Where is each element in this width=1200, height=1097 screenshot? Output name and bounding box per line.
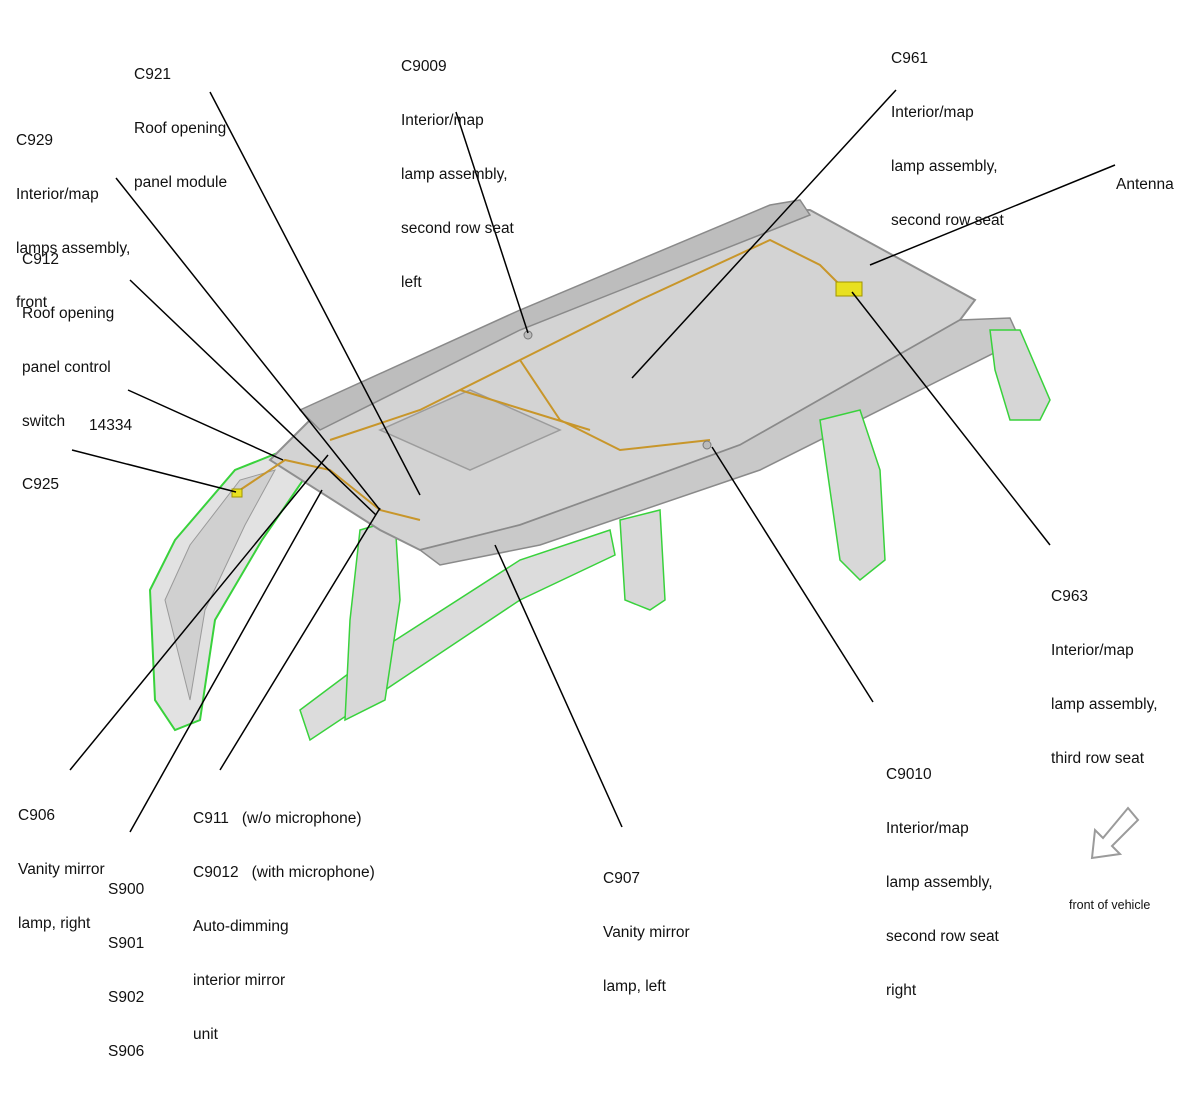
label-14334: 14334 xyxy=(89,417,133,434)
label-c906: C906 Vanity mirror lamp, right xyxy=(18,807,105,932)
label-antenna: Antenna xyxy=(1116,176,1174,193)
c925-connector xyxy=(231,488,243,498)
label-c907: C907 Vanity mirror lamp, left xyxy=(603,870,690,995)
label-c921: C921 Roof opening panel module xyxy=(134,66,228,191)
label-c9009: C9009 Interior/map lamp assembly, second… xyxy=(401,58,514,291)
b-pillar-right xyxy=(619,509,666,611)
label-c925: C925 xyxy=(22,476,60,493)
c-pillar xyxy=(819,409,886,582)
leader-antenna xyxy=(869,164,1116,266)
b-pillar-left xyxy=(344,519,401,722)
label-c929: C929 Interior/map lamps assembly, front xyxy=(16,132,131,311)
a-pillar-inner xyxy=(164,469,277,701)
leader-14334 xyxy=(127,389,284,461)
leader-c921 xyxy=(209,91,421,496)
leader-c929 xyxy=(115,177,381,511)
wiring-harness xyxy=(239,238,841,521)
front-arrow-icon xyxy=(1090,806,1140,860)
leader-c912 xyxy=(129,279,377,516)
leader-c907 xyxy=(494,544,623,828)
roof-wiring-diagram: C921 Roof opening panel module C9009 Int… xyxy=(16,50,1174,1060)
roof-rail-left xyxy=(298,199,812,431)
roof-rail-right xyxy=(418,317,1021,566)
c9010-connector xyxy=(702,440,712,450)
leader-c961 xyxy=(631,89,897,379)
roof-illustration xyxy=(69,89,1140,860)
label-front-of-vehicle: front of vehicle xyxy=(1069,898,1151,912)
label-c911-c9012: C911 (w/o microphone) C9012 (with microp… xyxy=(193,810,375,1043)
leader-c963 xyxy=(851,291,1051,546)
label-c9010: C9010 Interior/map lamp assembly, second… xyxy=(886,766,999,999)
leader-c925 xyxy=(71,449,237,493)
antenna-connector xyxy=(835,281,863,297)
rear-pillar xyxy=(989,329,1051,421)
leader-lines xyxy=(69,89,1116,833)
label-c963: C963 Interior/map lamp assembly, third r… xyxy=(1051,588,1158,767)
label-c961: C961 Interior/map lamp assembly, second … xyxy=(891,50,1004,229)
label-s900-group: S900 S901 S902 S906 xyxy=(108,881,145,1060)
leader-c906 xyxy=(69,454,329,771)
sunroof-opening xyxy=(378,389,562,471)
leader-c911 xyxy=(219,507,381,771)
leader-s900 xyxy=(129,489,323,833)
leader-c9010 xyxy=(711,446,874,703)
label-c912: C912 Roof opening panel control switch xyxy=(22,251,115,430)
leader-c9009 xyxy=(455,111,529,334)
